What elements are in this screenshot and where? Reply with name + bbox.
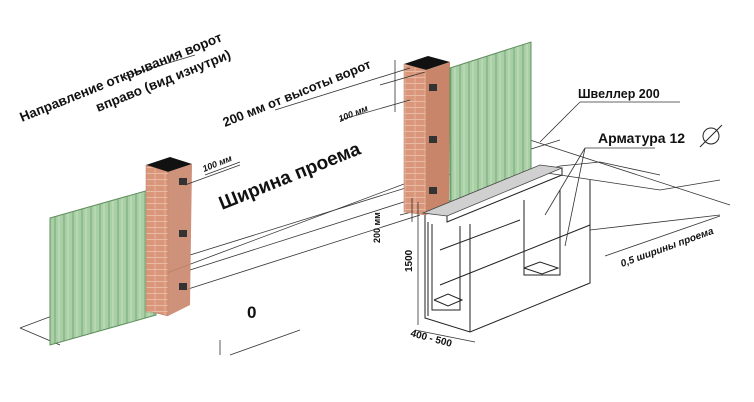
diameter-icon bbox=[699, 124, 723, 148]
channel-beam bbox=[421, 164, 564, 223]
foundation-trench bbox=[424, 180, 591, 333]
opening-width-label: Ширина проема bbox=[216, 139, 364, 215]
zero-mark-label: 0 bbox=[247, 303, 256, 322]
dimension-lines bbox=[124, 54, 721, 343]
left-brick-pillar bbox=[145, 157, 192, 317]
channel-label: Швеллер 200 bbox=[578, 87, 660, 101]
right-offset-label: 100 мм bbox=[337, 103, 370, 124]
half-width-label: 0,5 ширины проема bbox=[619, 226, 715, 270]
left-fence-panel bbox=[49, 187, 157, 346]
channel-gap-label: 200 мм bbox=[372, 212, 382, 243]
right-brick-pillar bbox=[403, 56, 450, 216]
direction-label-line1: Направление открывания ворот bbox=[18, 30, 225, 125]
depth-label: 1500 bbox=[404, 249, 415, 272]
rebar-label: Арматура 12 bbox=[598, 130, 685, 146]
foundation-width-label: 400 - 500 bbox=[409, 328, 453, 350]
